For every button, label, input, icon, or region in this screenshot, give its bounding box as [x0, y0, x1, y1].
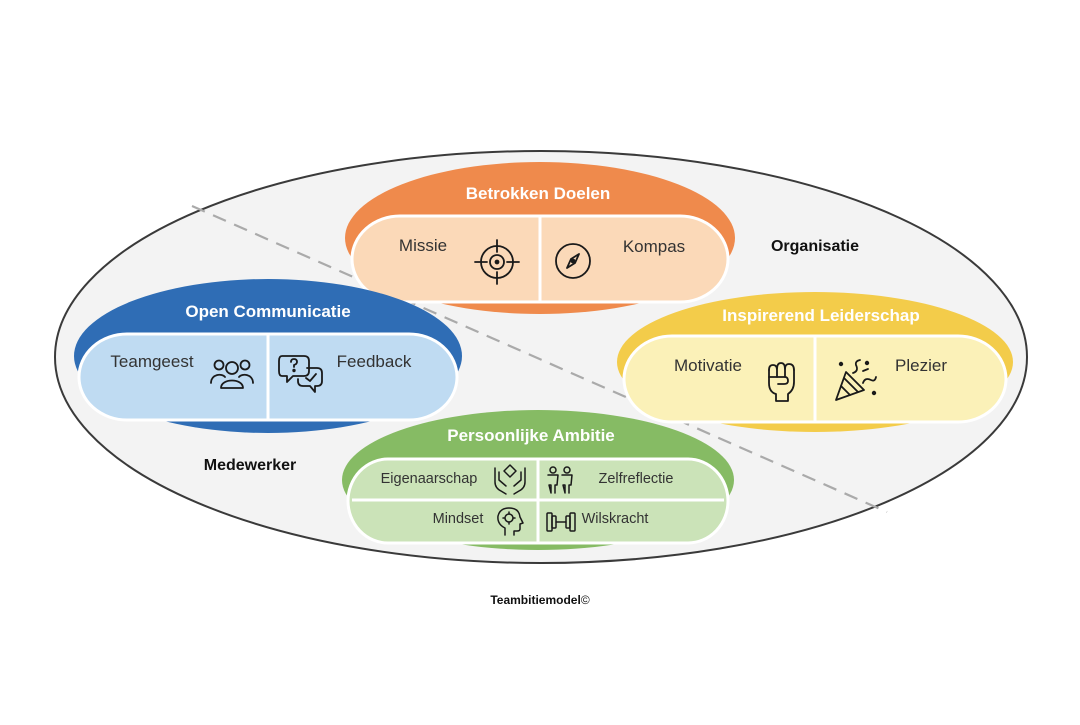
model-caption: Teambitiemodel©: [0, 593, 1080, 607]
kompas-label: Kompas: [623, 237, 685, 256]
mirror-people-icon: [547, 466, 573, 494]
target-icon: [474, 239, 520, 285]
cluster-persoonlijke-ambitie: Persoonlijke Ambitie Eigenaarschap Zelfr…: [342, 410, 734, 550]
dashed-divider: [191, 204, 888, 514]
compass-icon: [555, 243, 591, 279]
inspirerend-leiderschap-title: Inspirerend Leiderschap: [722, 306, 919, 325]
model-caption-text: Teambitiemodel: [490, 593, 581, 607]
party-popper-icon: [835, 359, 877, 401]
cluster-open-communicatie: Open Communicatie Teamgeest Feedback: [74, 279, 462, 433]
fist-icon: [768, 362, 795, 402]
betrokken-doelen-title: Betrokken Doelen: [466, 184, 611, 203]
zelfreflectie-label: Zelfreflectie: [599, 471, 674, 487]
cluster-betrokken-doelen: Betrokken Doelen Missie Kompas: [345, 162, 735, 314]
copyright-symbol: ©: [580, 593, 590, 607]
feedback-label: Feedback: [337, 352, 412, 371]
cluster-inspirerend-leiderschap: Inspirerend Leiderschap Motivatie Plezie…: [617, 292, 1013, 432]
teamgeest-label: Teamgeest: [110, 352, 193, 371]
team-icon: [210, 359, 254, 389]
open-communicatie-title: Open Communicatie: [185, 302, 350, 321]
outer-ellipse: [54, 150, 1028, 564]
wilskracht-label: Wilskracht: [582, 511, 649, 527]
hands-heart-icon: [494, 464, 526, 495]
head-gear-icon: [497, 507, 524, 536]
feedback-chat-icon: [278, 355, 323, 393]
eigenaarschap-label: Eigenaarschap: [381, 471, 478, 487]
missie-label: Missie: [399, 236, 447, 255]
plezier-label: Plezier: [895, 356, 947, 375]
dumbbell-icon: [546, 512, 576, 532]
organisatie-label: Organisatie: [771, 238, 859, 255]
medewerker-label: Medewerker: [204, 457, 297, 474]
mindset-label: Mindset: [433, 511, 484, 527]
motivatie-label: Motivatie: [674, 356, 742, 375]
persoonlijke-ambitie-title: Persoonlijke Ambitie: [447, 426, 615, 445]
